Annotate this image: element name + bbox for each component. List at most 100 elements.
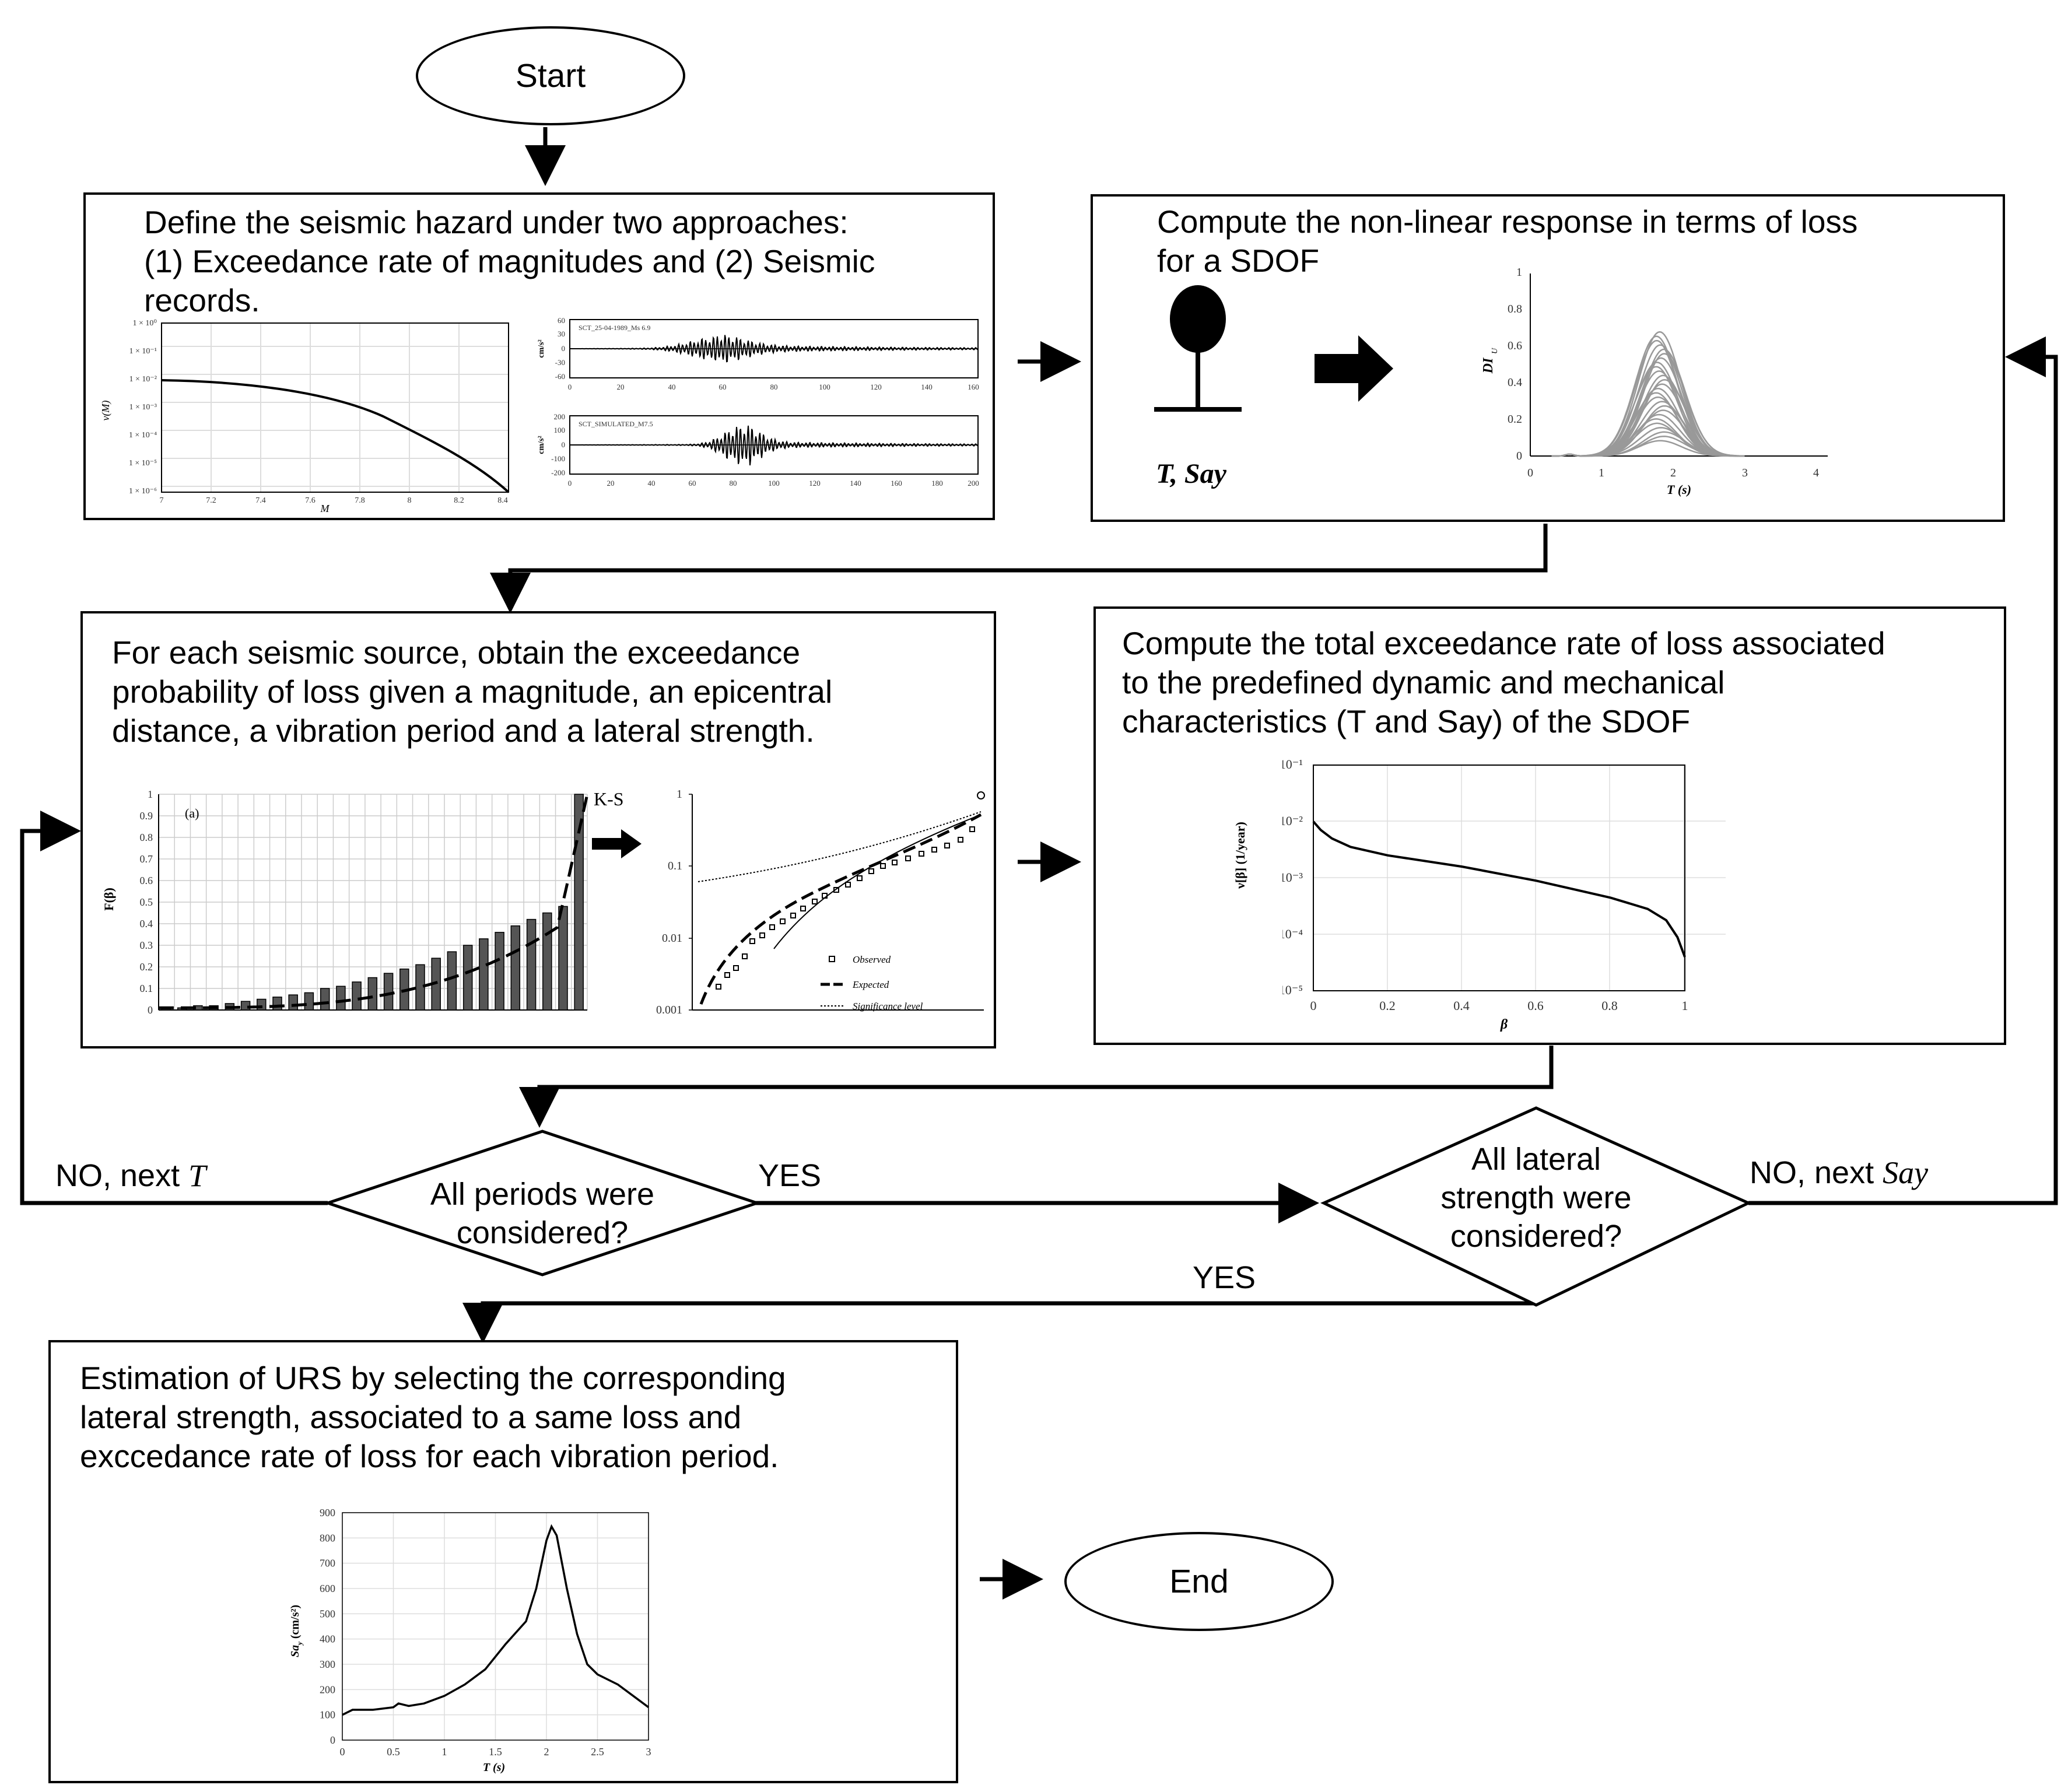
record-1-y-tick: -30 [555, 358, 565, 367]
probability-bar [526, 918, 537, 1011]
damage-index-chart: 0 0.2 0.4 0.6 0.8 1 0 1 2 3 4 5 T (s) DI… [1481, 266, 1828, 497]
urs-y-tick: 200 [320, 1684, 335, 1695]
probability-bar [304, 992, 314, 1011]
di-y-tick: 0.2 [1508, 413, 1522, 426]
observed-point [845, 882, 851, 888]
urs-x-tick: 2 [544, 1746, 549, 1758]
urs-y-tick: 400 [320, 1633, 335, 1645]
exceedance-x-tick: 0.4 [1453, 998, 1470, 1013]
exceedance-x-tick: 0 [1310, 998, 1317, 1013]
legend-expected: Expected [852, 979, 889, 990]
record-1-x-tick: 100 [819, 383, 830, 391]
urs-x-tick: 1.5 [489, 1746, 502, 1758]
record-1-y-tick: 60 [558, 317, 565, 325]
hazard-y-tick: 1 × 10⁻⁵ [129, 459, 157, 468]
yes-label-periods: YES [758, 1158, 822, 1193]
observed-point [868, 868, 874, 874]
observed-point [780, 918, 786, 924]
urs-y-tick: 500 [320, 1608, 335, 1619]
urs-x-tick: 0 [340, 1746, 345, 1758]
seismic-record-2-chart: SCT_SIMULATED_M7.5 200 100 0 -100 -200 0… [537, 413, 979, 488]
panel-a-y-tick: 0.7 [140, 853, 153, 865]
total-exceedance-text: Compute the total exceedance rate of los… [1122, 624, 1885, 741]
record-2-x-tick: 0 [568, 479, 572, 488]
record-2-x-tick: 100 [768, 479, 780, 488]
sdof-label: T, Say [1156, 458, 1226, 489]
di-x-label: T (s) [1667, 482, 1691, 497]
probability-bar [383, 973, 394, 1011]
hazard-x-label: M [320, 503, 330, 513]
urs-y-tick: 800 [320, 1532, 335, 1544]
observed-point [790, 913, 796, 918]
record-1-y-tick: -60 [555, 372, 565, 381]
probability-bar [495, 932, 504, 1011]
record-1-x-tick: 20 [617, 383, 625, 391]
ks-test-chart: 1 0.1 0.01 0.001 Observed Expected Signi… [656, 788, 985, 1016]
urs-y-label-unit: (cm/s²) [289, 1605, 302, 1642]
hazard-x-tick: 8.2 [454, 496, 464, 505]
record-2-x-tick: 180 [931, 479, 943, 488]
exceedance-y-label: ν[β] (1/year) [1233, 822, 1247, 889]
record-2-x-tick: 20 [607, 479, 615, 488]
exceedance-line-2: to the predefined dynamic and mechanical [1122, 664, 1725, 700]
urs-y-label-sub: y [295, 1642, 304, 1646]
response-line-2: for a SDOF [1157, 243, 1320, 279]
exceedance-probability-text: For each seismic source, obtain the exce… [112, 633, 832, 751]
arrow-exceedance-to-periods-check [519, 1046, 1554, 1128]
damage-index-curve [1551, 331, 1745, 457]
yes-label-strength: YES [1193, 1260, 1256, 1295]
periods-decision: All periods were considered? [397, 1175, 688, 1252]
di-y-label-sub: U [1491, 348, 1499, 354]
record-2-y-tick: -100 [551, 454, 565, 463]
probability-bar [462, 945, 473, 1011]
probability-line-3: distance, a vibration period and a later… [112, 713, 815, 749]
di-x-tick: 1 [1599, 467, 1604, 479]
panel-a-y-tick: 0.5 [140, 896, 153, 908]
record-2-y-tick: 100 [554, 426, 566, 434]
probability-bar [272, 997, 282, 1011]
panel-a-y-tick: 0.3 [140, 939, 153, 951]
arrow-no-next-t [20, 811, 328, 1205]
start-label: Start [515, 57, 586, 94]
hazard-y-tick: 1 × 10⁰ [132, 319, 157, 328]
hazard-x-tick: 8 [408, 496, 412, 505]
exceedance-y-tick: 1 x 10⁻¹ [1282, 757, 1303, 771]
hazard-line-3: records. [144, 282, 260, 318]
seismic-record-2-trace [570, 425, 979, 466]
di-y-label-group: DI U [1481, 348, 1499, 374]
hazard-y-tick: 1 × 10⁻² [129, 375, 157, 384]
probability-bar [447, 951, 457, 1011]
urs-x-tick: 0.5 [387, 1746, 400, 1758]
urs-y-tick: 600 [320, 1583, 335, 1594]
record-2-x-tick: 80 [730, 479, 737, 488]
exceedance-x-tick: 0.8 [1601, 998, 1618, 1013]
probability-bar [240, 1001, 251, 1011]
record-2-y-tick: 0 [562, 440, 566, 449]
probability-bar [352, 981, 362, 1011]
probability-line-1: For each seismic source, obtain the exce… [112, 634, 801, 671]
record-1-x-tick: 40 [668, 383, 676, 391]
record-2-x-tick: 200 [968, 479, 979, 488]
hazard-y-label: ν(M) [100, 401, 112, 421]
hazard-x-tick: 7.6 [305, 496, 316, 505]
di-x-tick: 3 [1742, 467, 1748, 479]
seismic-record-1-trace [570, 335, 979, 363]
probability-bar [510, 925, 521, 1011]
nonlinear-response-text: Compute the non-linear response in terms… [1157, 202, 1857, 280]
loss-probability-bar-chart: 00.10.20.30.40.50.60.70.80.91 (a) F(β) [101, 788, 589, 1016]
ks-y-tick: 0.01 [662, 932, 682, 945]
panel-a-label: (a) [185, 806, 199, 820]
ks-y-tick: 0.001 [656, 1004, 682, 1016]
ks-label: K-S [594, 788, 624, 809]
record-2-x-tick: 120 [809, 479, 821, 488]
hazard-line-1: Define the seismic hazard under two appr… [144, 204, 849, 240]
exceedance-x-label: β [1500, 1017, 1508, 1032]
legend-significance: Significance level [853, 1001, 923, 1012]
probability-bar [320, 988, 330, 1011]
observed-point [857, 875, 863, 881]
exceedance-x-tick: 0.6 [1527, 998, 1544, 1013]
observed-point [944, 843, 950, 848]
